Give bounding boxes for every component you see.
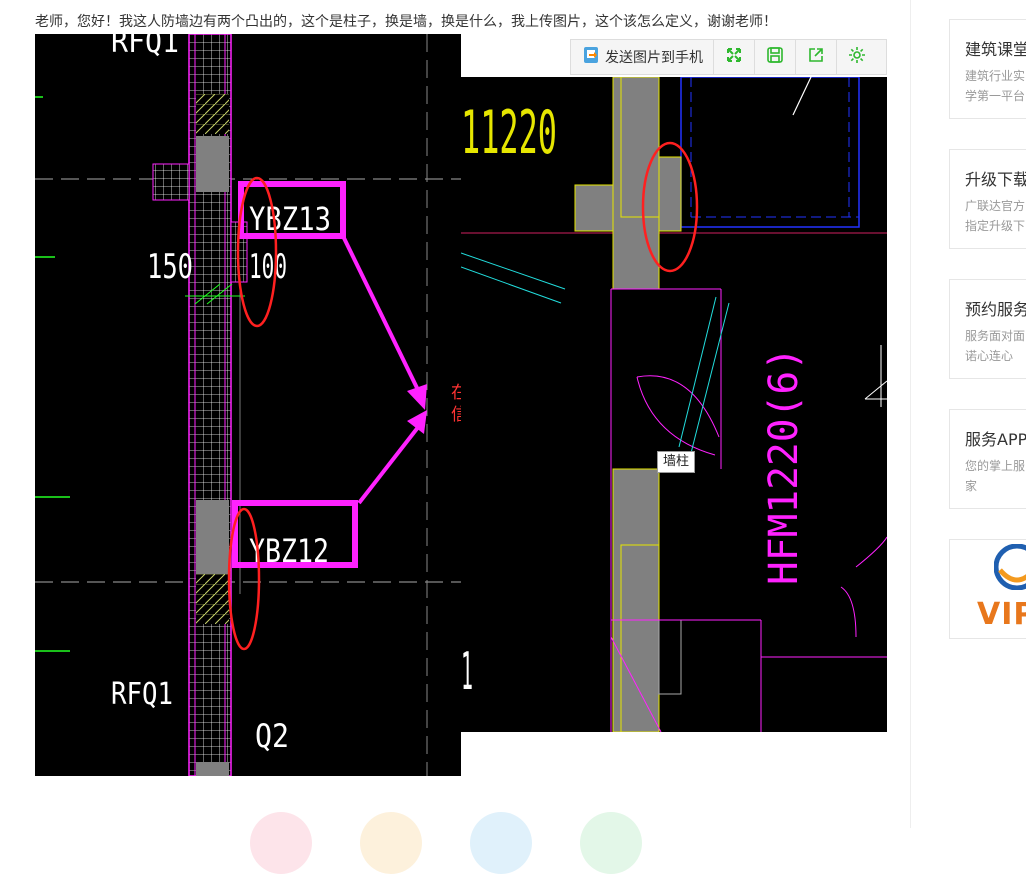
sidebar-card-desc: 广联达官方 指定升级下 <box>965 196 1025 236</box>
send-to-phone-button[interactable]: 发送图片到手机 <box>571 40 714 74</box>
reaction-button-1[interactable] <box>250 812 312 874</box>
arrow-head-top <box>407 384 427 410</box>
label-dim-150: 150 <box>147 247 193 287</box>
reaction-bar <box>250 812 650 874</box>
image-toolbar: 发送图片到手机 <box>570 39 887 75</box>
label-hfm1220: HFM1220(6) <box>761 347 807 585</box>
label-ybz13: YBZ13 <box>249 200 331 238</box>
sidebar-card-desc-line: 指定升级下 <box>965 219 1026 233</box>
sidebar-card-desc-line: 学第一平台 <box>965 89 1026 103</box>
sidebar-card-title: 服务APP <box>965 430 1026 449</box>
fullscreen-icon <box>726 47 742 67</box>
arrow-line-bottom <box>357 424 421 505</box>
phone-icon <box>583 46 599 68</box>
arrow-line-top <box>341 235 421 393</box>
tooltip-wall-column: 墙柱 <box>657 451 696 473</box>
sidebar-card-course[interactable]: 建筑课堂 建筑行业实 学第一平台 <box>949 19 1026 119</box>
annotation-line-1: 在暗柱表中看其 <box>451 383 461 403</box>
highlight-box-ybz12 <box>232 500 358 568</box>
red-circle-right <box>641 141 699 273</box>
label-dim-100: 100 <box>249 247 287 287</box>
cad-drawing-left: RFQ1 150 100 YBZ13 YBZ12 RFQ1 Q2 <box>35 34 461 776</box>
sidebar-card-desc: 建筑行业实 学第一平台 <box>965 66 1025 106</box>
sidebar-card-app[interactable]: 服务APP 您的掌上服 家 <box>949 409 1026 509</box>
annotation-text: 在暗柱表中看其 信息。 <box>451 382 461 426</box>
cad-image-right[interactable]: 11220 1 HFM1220(6) 墙柱 <box>461 77 887 732</box>
label-11220: 11220 <box>461 98 557 168</box>
red-circle-top <box>236 176 278 328</box>
sidebar-card-desc-line: 诺心连心 <box>965 349 1014 363</box>
save-button[interactable] <box>755 40 796 74</box>
share-button[interactable] <box>796 40 837 74</box>
send-to-phone-label: 发送图片到手机 <box>605 50 703 66</box>
label-rfq1-bottom: RFQ1 <box>111 677 173 712</box>
sidebar-card-title: 升级下载 <box>965 170 1026 189</box>
sidebar-card-title: 建筑课堂 <box>965 40 1026 59</box>
settings-icon <box>848 46 866 68</box>
cad-image-left[interactable]: RFQ1 150 100 YBZ13 YBZ12 RFQ1 Q2 在暗柱表中看其… <box>35 34 461 776</box>
save-icon <box>766 46 784 68</box>
sidebar-card-download[interactable]: 升级下载 广联达官方 指定升级下 <box>949 149 1026 249</box>
label-rfq1-top: RFQ1 <box>111 34 179 60</box>
reaction-button-4[interactable] <box>580 812 642 874</box>
cad-drawing-right: 11220 1 HFM1220(6) <box>461 77 887 732</box>
settings-button[interactable] <box>837 40 877 74</box>
vip-text: VIP <box>977 597 1026 632</box>
sidebar-card-vip[interactable]: VIP <box>949 539 1026 639</box>
reaction-button-3[interactable] <box>470 812 532 874</box>
annotation-line-2: 信息。 <box>451 405 461 425</box>
sidebar-divider <box>910 0 911 828</box>
reaction-button-2[interactable] <box>360 812 422 874</box>
sidebar-card-desc-line: 服务面对面 <box>965 329 1026 343</box>
arrow-head-bottom <box>407 410 427 434</box>
label-1: 1 <box>461 642 473 702</box>
sidebar-card-desc: 您的掌上服 家 <box>965 456 1025 496</box>
sidebar-card-appointment[interactable]: 预约服务 服务面对面 诺心连心 <box>949 279 1026 379</box>
sidebar-card-desc-line: 广联达官方 <box>965 199 1026 213</box>
sidebar-card-desc-line: 您的掌上服 <box>965 459 1026 473</box>
share-icon <box>807 46 825 68</box>
fullscreen-button[interactable] <box>714 40 755 74</box>
sidebar-card-desc-line: 家 <box>965 479 978 493</box>
red-circle-bottom <box>227 507 261 651</box>
question-text: 老师，您好！我这人防墙边有两个凸出的，这个是柱子，换是墙，换是什么，我上传图片，… <box>35 14 777 30</box>
sidebar-card-desc: 服务面对面 诺心连心 <box>965 326 1025 366</box>
vip-logo-icon <box>993 543 1026 594</box>
label-q2: Q2 <box>255 717 289 755</box>
sidebar-card-title: 预约服务 <box>965 300 1026 319</box>
sidebar-card-desc-line: 建筑行业实 <box>965 69 1026 83</box>
